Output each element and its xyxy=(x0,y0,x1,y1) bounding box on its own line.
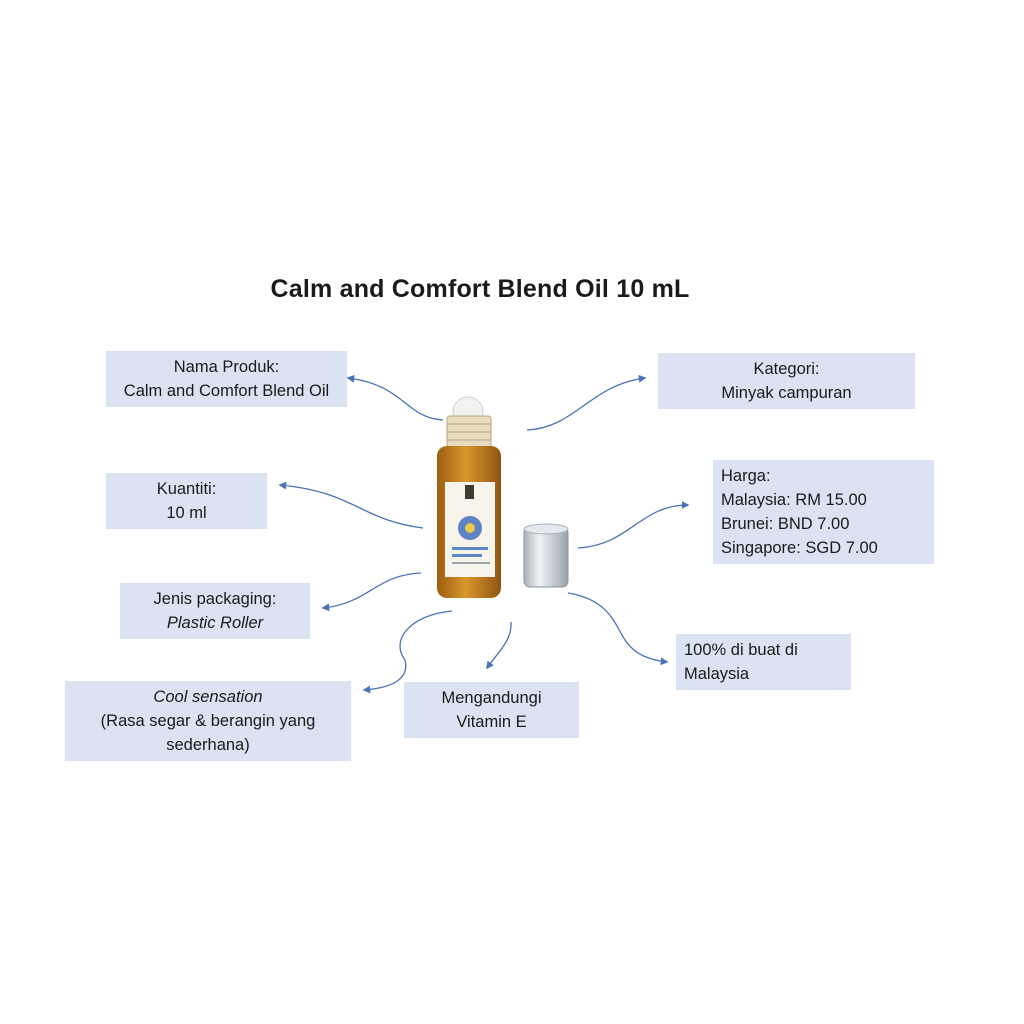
box-harga: Harga: Malaysia: RM 15.00 Brunei: BND 7.… xyxy=(713,460,934,564)
cool-label: Cool sensation xyxy=(153,688,263,706)
made-line1: 100% di buat di xyxy=(684,641,798,659)
title-text: Calm and Comfort Blend Oil 10 mL xyxy=(270,275,690,303)
kategori-value: Minyak campuran xyxy=(721,384,852,402)
arrow-packaging xyxy=(321,572,422,612)
kuantiti-label: Kuantiti: xyxy=(156,480,217,498)
roller-cap xyxy=(523,523,569,588)
box-kuantiti: Kuantiti: 10 ml xyxy=(106,473,267,529)
cool-line1: (Rasa segar & berangin yang xyxy=(100,712,316,730)
arrow-kuantiti xyxy=(278,481,424,529)
vitamin-line1: Mengandungi xyxy=(441,689,542,707)
kategori-label: Kategori: xyxy=(753,360,820,378)
arrow-made xyxy=(567,592,669,666)
harga-singapore: Singapore: SGD 7.00 xyxy=(721,539,878,557)
arrow-nama xyxy=(346,374,444,421)
box-vitamin: Mengandungi Vitamin E xyxy=(404,682,579,738)
box-nama-produk: Nama Produk: Calm and Comfort Blend Oil xyxy=(106,351,347,407)
packaging-value: Plastic Roller xyxy=(166,614,264,632)
harga-label: Harga: xyxy=(721,467,771,485)
box-cool-sensation: Cool sensation (Rasa segar & berangin ya… xyxy=(65,681,351,761)
harga-malaysia: Malaysia: RM 15.00 xyxy=(721,491,867,509)
arrow-vitamin xyxy=(486,621,512,670)
box-packaging: Jenis packaging: Plastic Roller xyxy=(120,583,310,639)
nama-label: Nama Produk: xyxy=(173,358,280,376)
packaging-label: Jenis packaging: xyxy=(153,590,277,608)
harga-brunei: Brunei: BND 7.00 xyxy=(721,515,850,533)
box-made-in: 100% di buat di Malaysia xyxy=(676,634,851,690)
cool-line2: sederhana) xyxy=(166,736,250,754)
box-kategori: Kategori: Minyak campuran xyxy=(658,353,915,409)
arrow-cool xyxy=(362,610,453,694)
vitamin-line2: Vitamin E xyxy=(456,713,527,731)
arrow-kategori xyxy=(526,374,647,431)
diagram-title: Calm and Comfort Blend Oil 10 mL xyxy=(0,275,1024,304)
nama-value: Calm and Comfort Blend Oil xyxy=(123,382,330,400)
roller-bottle xyxy=(437,396,501,598)
made-line2: Malaysia xyxy=(684,665,750,683)
arrow-harga xyxy=(577,501,690,549)
kuantiti-value: 10 ml xyxy=(166,504,207,522)
